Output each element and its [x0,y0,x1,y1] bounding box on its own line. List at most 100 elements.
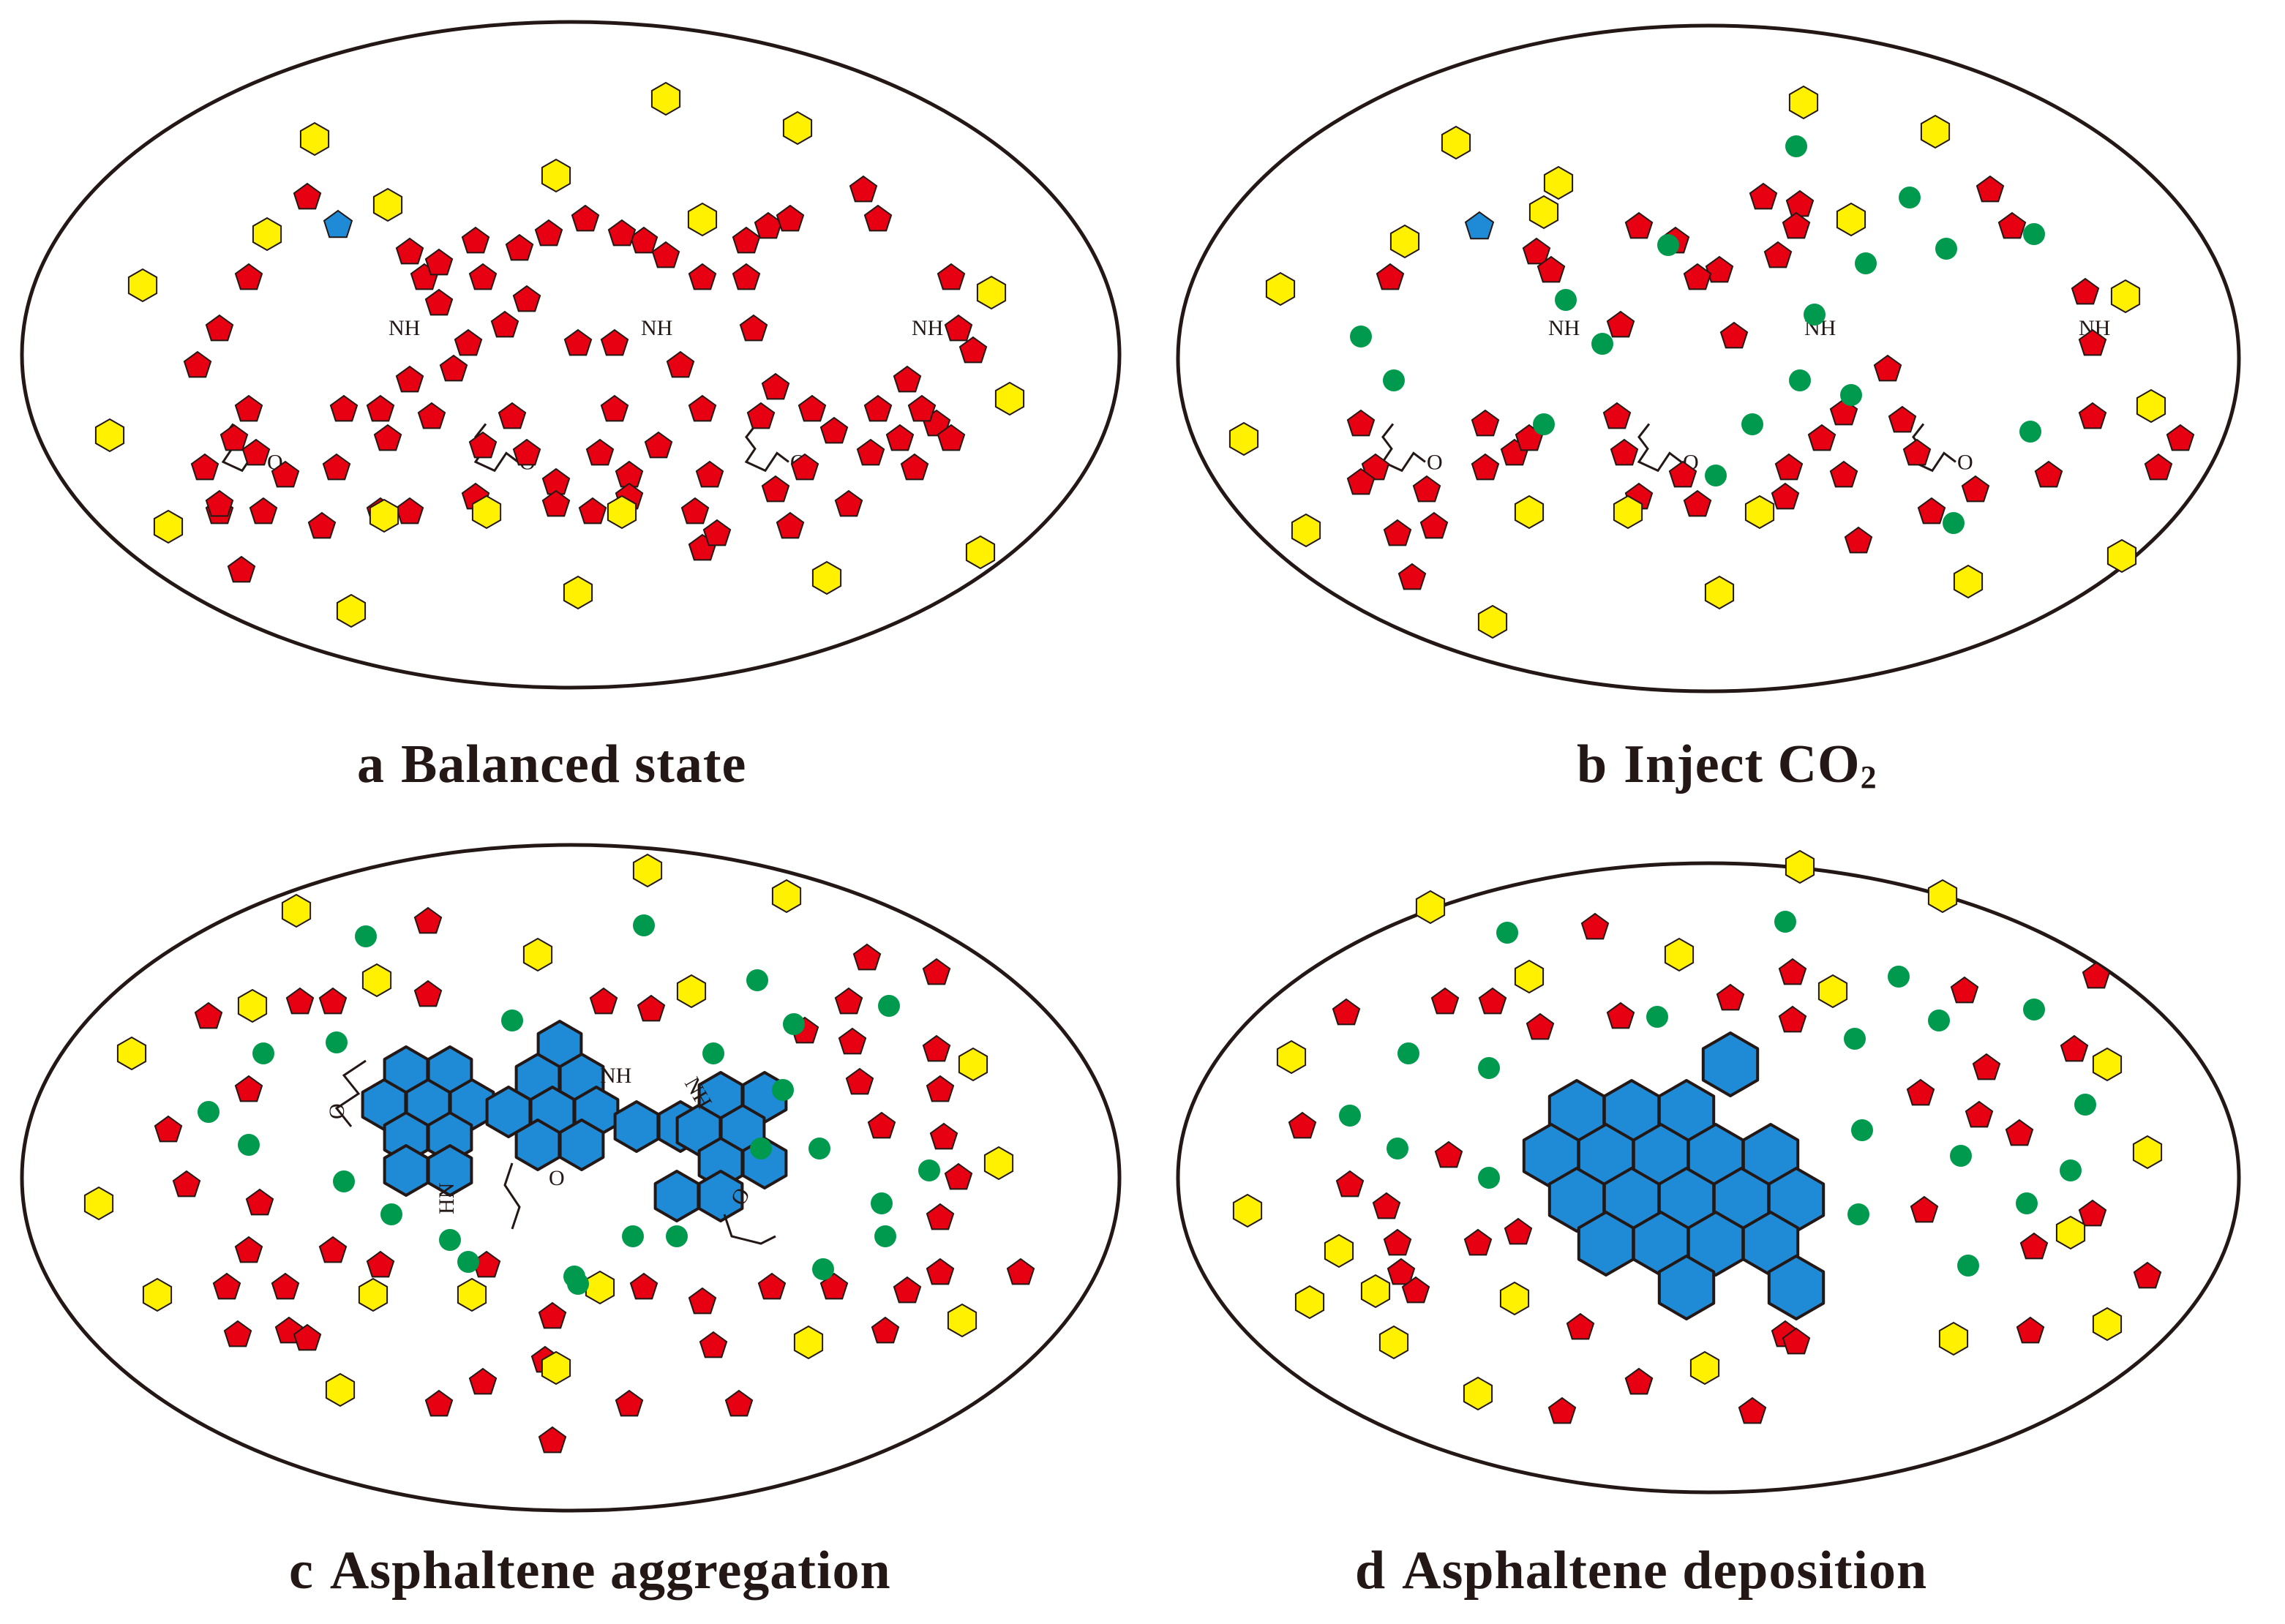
resin-pentagon [468,1367,498,1395]
oil-hexagon [299,121,330,157]
resin-pentagon [227,555,256,583]
oil-hexagon [94,418,125,453]
resin-pentagon [1844,526,1873,554]
resin-pentagon [688,394,717,422]
co2-molecule [501,1010,523,1031]
amine-label: NH [1548,316,1580,340]
co2-molecule [1840,384,1862,406]
oil-hexagon [687,202,718,237]
resin-pentagon [695,460,724,488]
co2-molecule [878,995,900,1017]
resin-pentagon [1782,1327,1811,1355]
resin-pentagon [413,980,443,1007]
amine-label-flipped: HN [435,1183,459,1214]
co2-molecule [1496,922,1518,944]
resin-pentagon [578,497,607,525]
resin-pentagon [1738,1396,1767,1424]
co2-molecule [1844,1028,1866,1050]
co2-molecule [1533,413,1555,435]
resin-pentagon [893,365,922,393]
resin-pentagon [2082,961,2111,989]
resin-pentagon [512,285,541,312]
oil-hexagon [336,593,367,628]
oval-panel-c [20,843,1122,1513]
resin-pentagon [1602,402,1632,429]
asphaltene-ring [697,1170,744,1222]
oil-hexagon [2055,1215,2086,1250]
resin-pentagon [1526,1012,1555,1040]
oil-hexagon [1294,1285,1325,1320]
resin-pentagon [819,416,849,444]
co2-molecule [2060,1159,2082,1181]
amine-label: NH [641,316,672,340]
oil-hexagon [2136,388,2166,424]
oil-hexagon [1441,125,1471,160]
caption-a-letter: a [357,734,385,794]
oxygen-label-2: O [549,1166,565,1190]
resin-pentagon [1705,255,1734,283]
asphaltene-ring [1701,1031,1760,1097]
oil-hexagon [358,1277,389,1312]
resin-pentagon [1972,1053,2001,1080]
resin-pentagon [926,1258,955,1285]
asphaltene-ring [383,1144,429,1197]
co2-molecule [633,914,655,936]
resin-pentagon [761,372,790,400]
resin-pentagon [1346,409,1376,437]
alkyl-chain [723,1214,776,1245]
resin-pentagon [1683,263,1712,290]
oil-hexagon [2092,1307,2123,1342]
oil-hexagon [1543,165,1574,200]
co2-molecule [1705,465,1727,486]
co2-molecule [1339,1105,1361,1127]
resin-pentagon [172,1170,201,1198]
co2-molecule [439,1229,461,1251]
resin-pentagon [1383,1228,1412,1256]
oil-hexagon [1415,890,1446,925]
oil-hexagon [1378,1325,1409,1360]
resin-pentagon [702,519,732,546]
co2-molecule [808,1138,830,1159]
resin-pentagon [322,453,351,481]
co2-molecule [622,1225,644,1247]
oil-hexagon [522,937,553,972]
resin-pentagon [424,248,454,276]
resin-pentagon [732,263,761,290]
alkyl-chain [503,1162,521,1230]
oil-hexagon [1785,849,1815,884]
oil-hexagon [372,187,403,222]
oil-hexagon [1324,1233,1354,1268]
oil-hexagon [1664,937,1695,972]
resin-pentagon [2016,1316,2045,1344]
resin-pentagon [944,314,973,342]
resin-pentagon [498,402,527,429]
co2-molecule [326,1031,348,1053]
oil-hexagon [1613,495,1643,530]
resin-pentagon [1376,263,1405,290]
resin-pentagon [790,453,819,481]
oil-hexagon [782,110,813,146]
co2-molecule [1785,135,1807,157]
co2-molecule [1774,911,1796,933]
co2-molecule [1855,252,1877,274]
oval-panel-d [1176,861,2241,1495]
resin-pentagon [318,987,348,1015]
co2-molecule [1804,304,1826,326]
resin-pentagon [922,1034,951,1062]
co2-molecule [1478,1057,1500,1079]
co2-molecule [812,1258,834,1280]
resin-pentagon [271,460,300,488]
co2-molecule [1383,369,1405,391]
resin-pentagon [1778,958,1807,985]
oil-hexagon [1360,1274,1391,1309]
resin-pentagon [1006,1258,1035,1285]
resin-pentagon [2005,1119,2034,1146]
co2-molecule [1950,1145,1972,1167]
resin-pentagon [867,1111,896,1139]
panel-asphaltene-deposition [1176,849,2241,1495]
co2-molecule [1789,369,1811,391]
resin-pentagon [1997,211,2027,239]
resin-pentagon [241,438,271,466]
